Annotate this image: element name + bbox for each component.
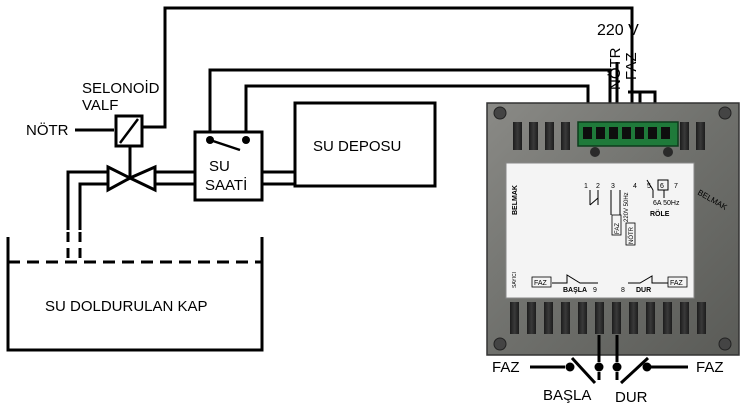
- vessel-label: SU DOLDURULAN KAP: [45, 298, 208, 315]
- stop-faz-tag: FAZ: [670, 280, 684, 287]
- wire-meter-contact-1: [208, 68, 612, 138]
- wire-valve-to-device: [140, 6, 634, 129]
- button-start-label: BAŞLA: [543, 387, 591, 404]
- pin-5-label: 5: [647, 183, 651, 190]
- button-faz-left-label: FAZ: [492, 359, 520, 376]
- vessel-box: [6, 237, 264, 352]
- device-notr-tag: NÖTR: [628, 226, 635, 244]
- start-device-label: BAŞLA: [563, 287, 587, 294]
- supply-faz-label: FAZ: [623, 52, 640, 80]
- meter-label-line1: SU: [209, 158, 230, 175]
- button-terminal-faz-left: [565, 362, 575, 372]
- pin-4-label: 4: [633, 183, 637, 190]
- stop-device-label: DUR: [636, 287, 651, 294]
- tank-label: SU DEPOSU: [313, 138, 401, 155]
- button-terminal-stop: [612, 362, 622, 372]
- pin-6-label: 6: [660, 183, 664, 190]
- meter-label-line2: SAATİ: [205, 176, 247, 194]
- start-faz-tag: FAZ: [534, 280, 548, 287]
- device-label-sticker: [505, 162, 695, 299]
- pipes: [66, 170, 295, 230]
- water-meter-box: [193, 130, 264, 202]
- valve-notr-label: NÖTR: [26, 121, 69, 139]
- pin-3-label: 3: [611, 183, 615, 190]
- device-brand-left: BELMAK: [512, 185, 519, 215]
- button-faz-right-label: FAZ: [696, 359, 724, 376]
- device-faz-tag: FAZ: [615, 223, 621, 234]
- meter-contact-2: [242, 136, 250, 144]
- supply-rating-label: 220V 50Hz: [624, 192, 630, 222]
- pipe-drip: [66, 232, 82, 262]
- pin-2-label: 2: [596, 183, 600, 190]
- relay-rating-label: 6A 50Hz: [653, 200, 680, 207]
- button-wires: [530, 335, 688, 385]
- pin-7-label: 7: [674, 183, 678, 190]
- valve-name-line1: SELONOİD: [82, 79, 160, 97]
- button-stop-label: DUR: [615, 389, 648, 406]
- device-counter-label: SAYICI: [512, 272, 518, 288]
- water-tank-box: [293, 101, 437, 188]
- valve-name-line2: VALF: [82, 97, 118, 114]
- timer-device: [486, 102, 740, 372]
- start-pin-label: 9: [593, 287, 597, 294]
- pin-1-label: 1: [584, 183, 588, 190]
- wires: [75, 6, 657, 178]
- button-terminal-faz-right: [642, 362, 652, 372]
- valve-body: [106, 164, 134, 193]
- relay-label: RÖLE: [650, 209, 670, 218]
- supply-voltage-label: 220 V: [597, 22, 639, 39]
- supply-notr-label: NÖTR: [606, 47, 624, 90]
- stop-pin-label: 8: [621, 287, 625, 294]
- meter-contact-1: [206, 136, 214, 144]
- button-terminal-start: [594, 362, 604, 372]
